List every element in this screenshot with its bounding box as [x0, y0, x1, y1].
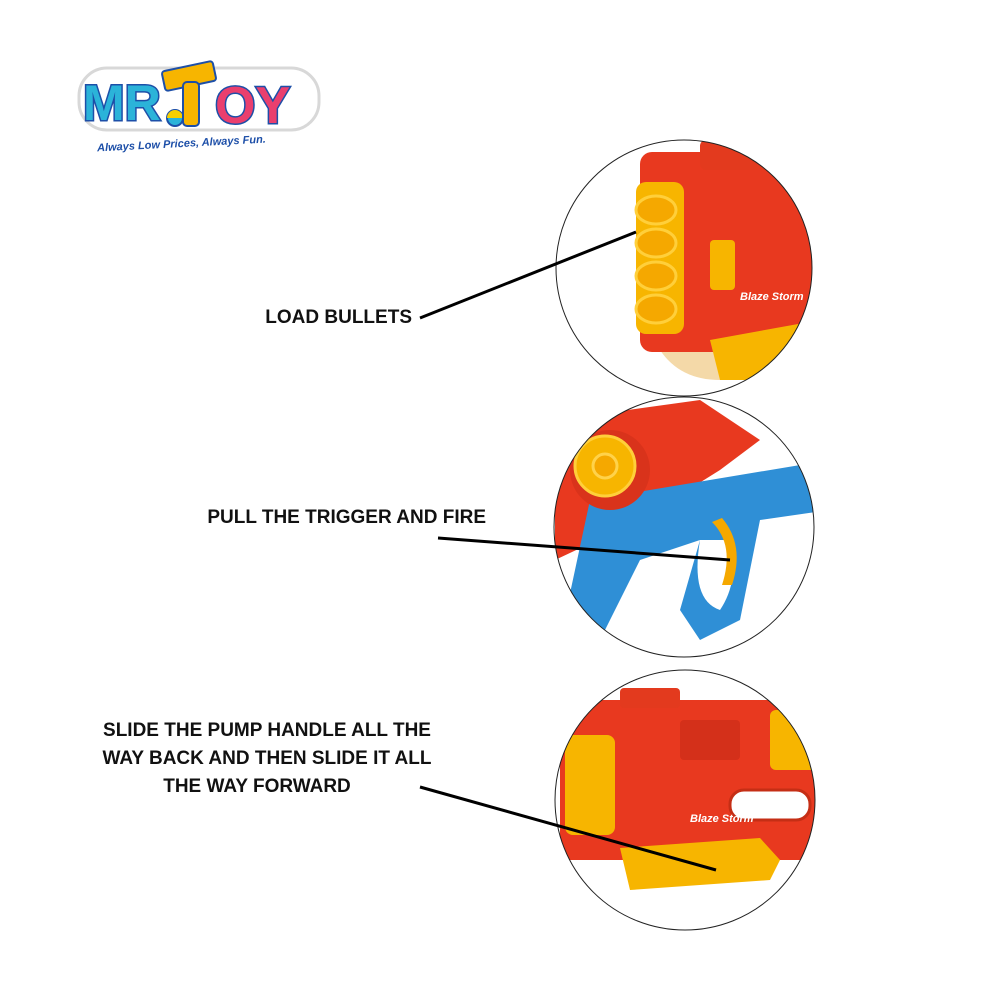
blaster-pump-image: Blaze Storm [560, 688, 815, 890]
svg-text:MR: MR [83, 75, 161, 131]
step2-pointer-line [437, 536, 731, 562]
step1-label: LOAD BULLETS [265, 307, 412, 328]
step1-circle [555, 139, 813, 397]
step3-label-line: WAY BACK AND THEN SLIDE IT ALL [102, 748, 432, 769]
step3-label-line: SLIDE THE PUMP HANDLE ALL THE [103, 720, 431, 741]
step2-circle [553, 396, 815, 658]
product-name-text: Blaze Storm [690, 813, 754, 825]
blaster-trigger-image [554, 397, 814, 640]
step2-label: PULL THE TRIGGER AND FIRE [207, 507, 486, 528]
step1-pointer-line [419, 230, 637, 320]
step3-pointer-line [419, 785, 717, 872]
step3-circle [554, 669, 816, 931]
step3-label-line: THE WAY FORWARD [163, 776, 351, 797]
product-name-text: Blaze Storm [740, 291, 804, 303]
step3-label: SLIDE THE PUMP HANDLE ALL THE WAY BACK A… [60, 717, 474, 801]
svg-text:OY: OY [215, 77, 290, 135]
mr-toy-logo: MR OY [75, 48, 335, 168]
blaster-magazine-image: Blaze Storm [634, 140, 812, 380]
